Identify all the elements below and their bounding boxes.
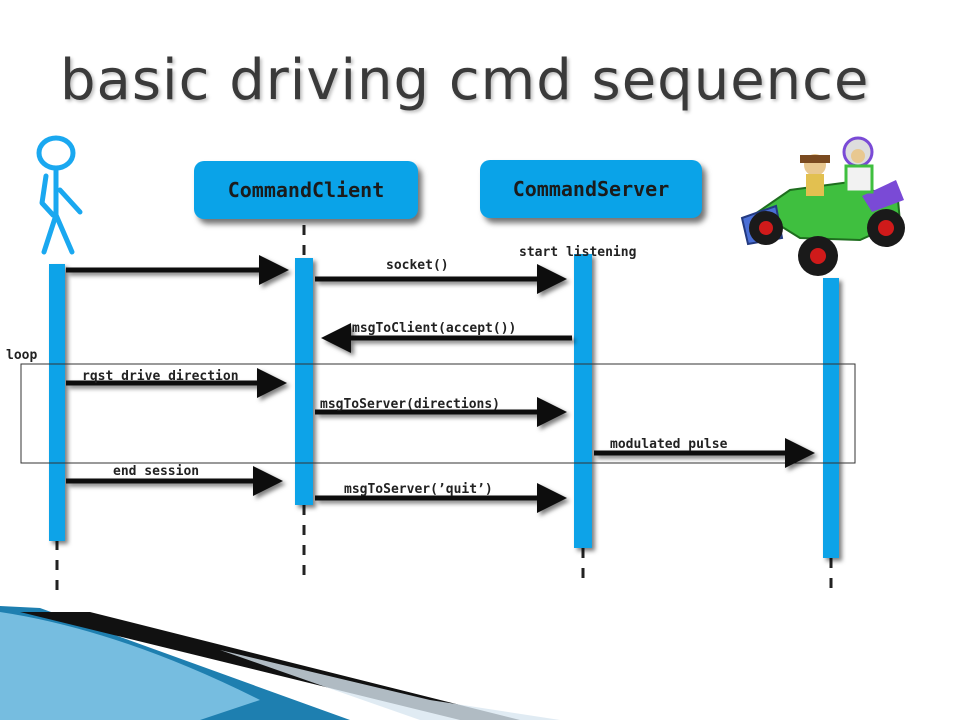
msg-start-listening: start listening: [519, 245, 637, 260]
lifeline-dashes: [55, 225, 833, 600]
actor-stick-figure-icon: [36, 135, 83, 255]
loop-fragment-label: loop: [6, 348, 38, 363]
msg-quit: msgToServer(’quit’): [344, 482, 493, 497]
actor-activation-bar: [49, 264, 65, 541]
slide-swoosh-decoration: [0, 606, 560, 720]
commandclient-lifeline-box: CommandClient: [194, 161, 418, 219]
commandserver-lifeline-box: CommandServer: [480, 160, 702, 218]
msg-directions: msgToServer(directions): [320, 397, 501, 412]
client-activation-bar: [295, 258, 313, 505]
msg-accept: msgToClient(accept()): [352, 321, 517, 336]
slide-title: basic driving cmd sequence: [60, 48, 870, 113]
msg-drive-direction: rqst drive direction: [82, 369, 239, 384]
loop-fragment-frame: [20, 363, 856, 464]
msg-socket: socket(): [386, 258, 449, 273]
server-activation-bar: [574, 254, 592, 548]
car-activation-bar: [823, 278, 839, 558]
msg-pulse: modulated pulse: [610, 437, 728, 452]
msg-end-session: end session: [113, 464, 200, 479]
toy-car-icon: [740, 136, 905, 276]
